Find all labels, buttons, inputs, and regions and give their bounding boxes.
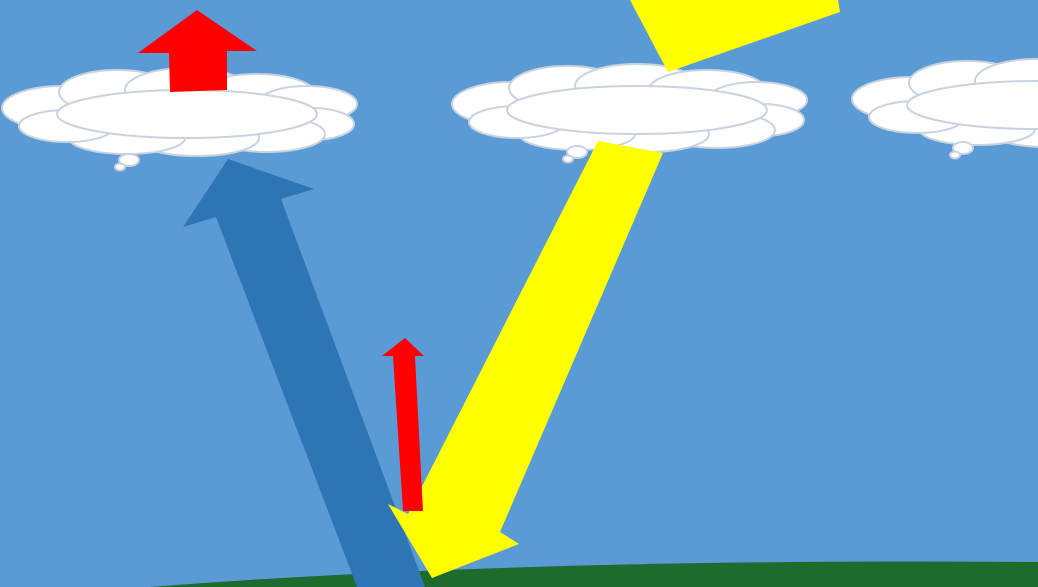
climate-energy-diagram bbox=[0, 0, 1038, 587]
